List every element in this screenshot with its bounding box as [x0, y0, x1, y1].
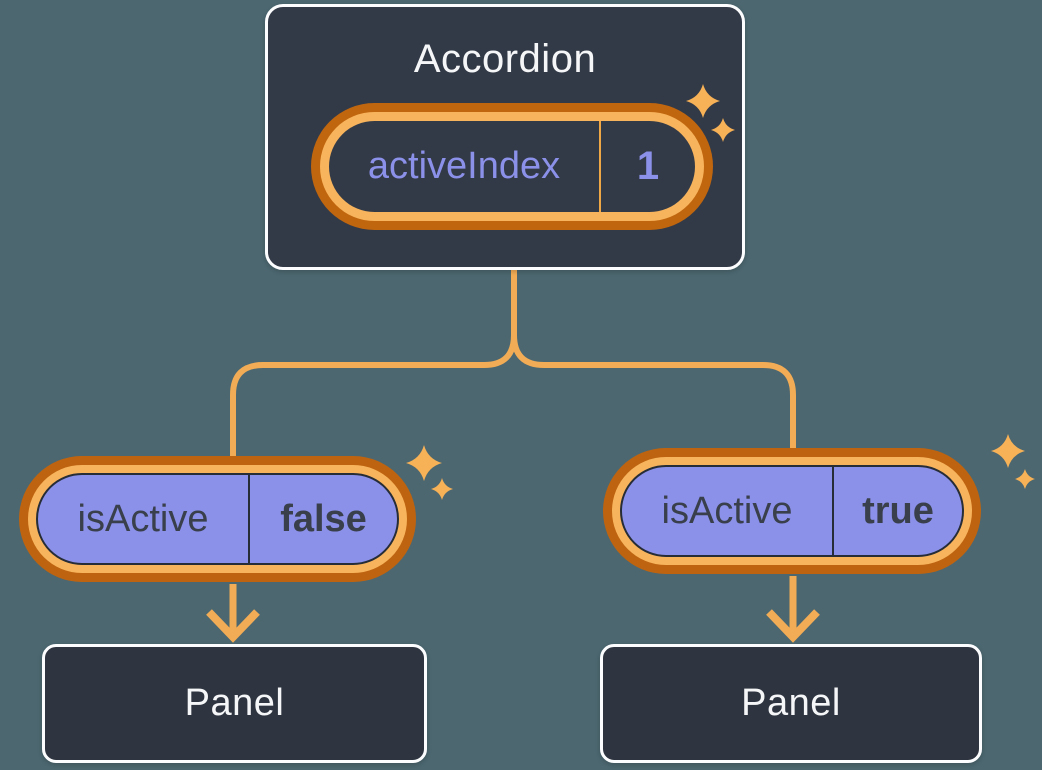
- state-pill: activeIndex 1: [329, 121, 695, 212]
- prop-pill-value: false: [280, 497, 367, 540]
- state-pill-value: 1: [636, 144, 660, 188]
- prop-pill-isactive-false: isActive false: [36, 473, 399, 565]
- branch-right-line: [511, 268, 796, 452]
- arrow-right-head: [766, 609, 820, 643]
- panel-box-left: Panel: [42, 644, 427, 763]
- branch-left-line: [230, 268, 517, 460]
- panel-title: Panel: [741, 682, 841, 724]
- prop-pill-name: isActive: [661, 489, 793, 532]
- prop-pill-value: true: [862, 489, 934, 532]
- prop-pill-divider: [248, 475, 250, 563]
- arrow-left-head: [206, 609, 260, 643]
- prop-pill-name: isActive: [77, 497, 209, 540]
- panel-title: Panel: [184, 682, 285, 724]
- prop-pill-isactive-true: isActive true: [620, 465, 964, 557]
- state-pill-divider: [599, 121, 601, 212]
- accordion-title: Accordion: [413, 37, 597, 81]
- state-pill-name: activeIndex: [367, 145, 561, 187]
- panel-box-right: Panel: [600, 644, 982, 763]
- prop-pill-divider: [832, 467, 834, 555]
